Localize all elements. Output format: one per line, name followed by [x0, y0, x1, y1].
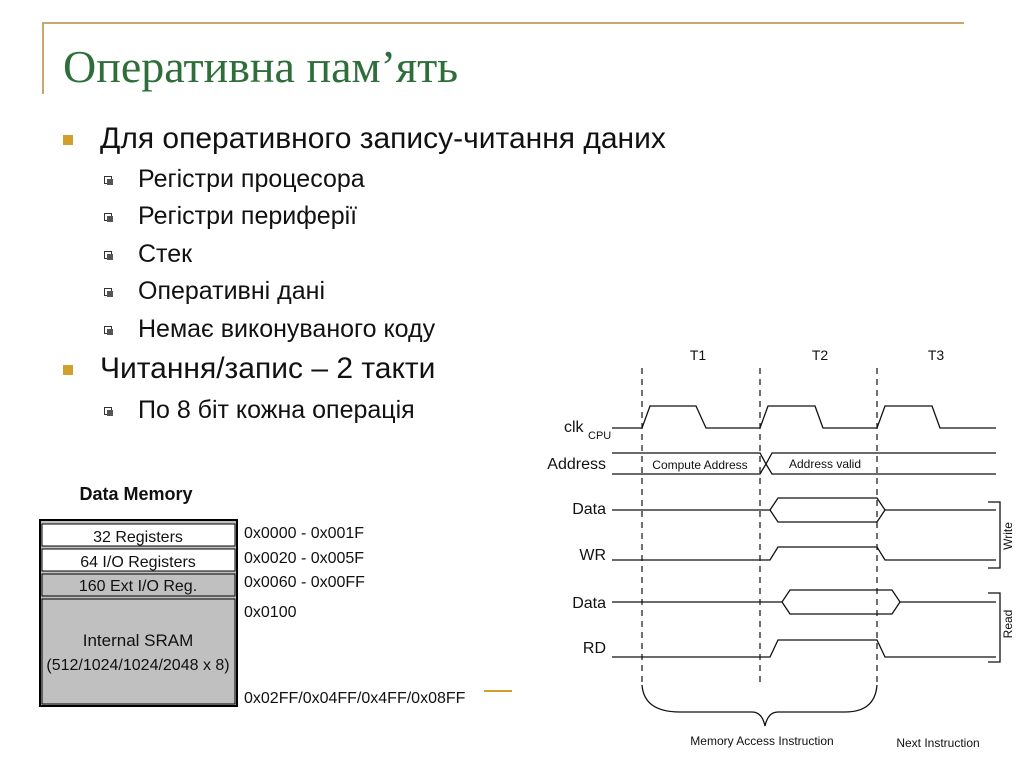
subbullet-item: Немає виконуваного коду: [104, 315, 436, 344]
memory-map-heading: Data Memory: [79, 484, 192, 504]
group-label: Write: [1001, 522, 1015, 550]
period-label: T1: [690, 347, 707, 363]
write-bracket: [988, 501, 1001, 569]
hollow-square-bullet-icon: [104, 251, 113, 260]
signal-label: CPU: [588, 430, 611, 442]
group-label: Read: [1001, 610, 1015, 639]
address-label: 0x0000 - 0x001F: [244, 525, 364, 542]
hollow-square-bullet-icon: [104, 176, 113, 185]
period-label: T2: [812, 347, 829, 363]
subbullet-item: Стек: [104, 240, 193, 269]
bullet-text: Для оперативного запису-читання даних: [100, 122, 666, 155]
read-data-bottom: [781, 601, 901, 615]
io-registers-block: [41, 548, 236, 572]
bullet-text: Читання/запис – 2 такти: [100, 352, 436, 385]
read-data-top: [612, 589, 996, 603]
wr-waveform: [612, 546, 996, 561]
signal-label: WR: [579, 547, 606, 564]
subbullet-text: Немає виконуваного коду: [138, 315, 436, 343]
square-bullet-icon: [63, 135, 73, 145]
address-label: 0x0100: [244, 604, 297, 621]
hollow-square-bullet-icon: [104, 407, 113, 416]
frame-left-line: [42, 22, 44, 94]
square-bullet-icon: [63, 365, 73, 375]
period-label: T3: [928, 347, 945, 363]
clk-waveform: [612, 405, 996, 429]
address-label: 0x0060 - 0x00FF: [244, 574, 365, 591]
address-phase-label: Compute Address: [652, 458, 747, 472]
bullet-item: Для оперативного запису-читання даних: [63, 122, 666, 156]
subbullet-text: По 8 біт кожна операція: [138, 396, 415, 424]
subbullet-text: Оперативні дані: [138, 277, 325, 305]
data-memory-map: Data Memory 32 Registers 64 I/O Register…: [39, 484, 512, 707]
block-label: 160 Ext I/O Reg.: [79, 578, 197, 595]
instruction-brace: [641, 684, 878, 727]
subbullet-item: По 8 біт кожна операція: [104, 396, 415, 425]
footer-label: Next Instruction: [896, 736, 979, 750]
address-bus-bottom: [612, 462, 996, 475]
signal-label: clk: [564, 419, 585, 436]
slide-title: Оперативна пам’ять: [63, 41, 459, 92]
write-data-bottom: [769, 509, 886, 523]
address-label: 0x02FF/0x04FF/0x4FF/0x08FF: [244, 690, 466, 707]
registers-block: [41, 523, 236, 547]
footer-label: Memory Access Instruction: [690, 734, 833, 748]
signal-label: Address: [547, 456, 606, 473]
subbullet-text: Стек: [138, 240, 193, 268]
subbullet-item: Оперативні дані: [104, 277, 325, 306]
hollow-square-bullet-icon: [104, 288, 113, 297]
hollow-square-bullet-icon: [104, 213, 113, 222]
signal-label: Data: [572, 501, 606, 518]
sram-block: [41, 598, 236, 705]
read-bracket: [988, 592, 1001, 663]
bullet-item: Читання/запис – 2 такти: [63, 352, 436, 386]
subbullet-text: Регістри процесора: [138, 165, 365, 193]
block-label: 32 Registers: [93, 529, 183, 546]
subbullet-item: Регістри процесора: [104, 165, 365, 194]
ext-io-block: [41, 573, 236, 597]
signal-label: Data: [572, 595, 606, 612]
block-label: 64 I/O Registers: [80, 554, 196, 571]
block-label: Internal SRAM: [83, 631, 194, 650]
write-data-top: [612, 497, 996, 511]
address-phase-label: Address valid: [789, 457, 861, 471]
subbullet-item: Регістри периферії: [104, 202, 358, 231]
hollow-square-bullet-icon: [104, 326, 113, 335]
block-label: (512/1024/1024/2048 x 8): [46, 657, 229, 674]
signal-label: RD: [583, 640, 606, 657]
address-label: 0x0020 - 0x005F: [244, 550, 364, 567]
timing-diagram: T1 T2 T3 clk CPU Address Data WR Data RD: [547, 347, 1015, 750]
frame-top-line: [42, 22, 964, 24]
subbullet-text: Регістри периферії: [138, 202, 358, 230]
rd-waveform: [612, 639, 996, 658]
